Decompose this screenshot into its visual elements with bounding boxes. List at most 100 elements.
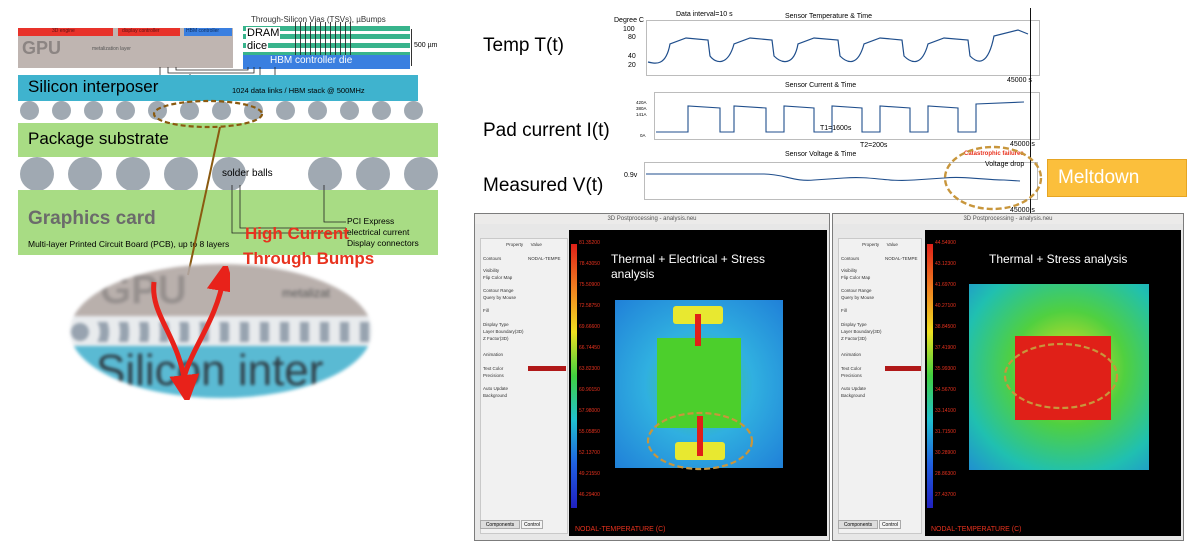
solder-ball-row xyxy=(18,157,438,193)
temp-plot-frame xyxy=(646,20,1040,76)
row-display-type[interactable]: Display Type xyxy=(483,322,509,327)
temp-tick-20: 20 xyxy=(628,62,636,69)
interposer-label: Silicon interposer xyxy=(28,77,159,96)
high-current-label-2: Through Bumps xyxy=(243,249,375,268)
t2-label: T2=200s xyxy=(860,142,888,149)
gpu-3d-engine-block xyxy=(18,28,113,36)
window-1-titlebar[interactable]: 3D Postprocessing - analysis.neu xyxy=(475,214,829,224)
row-precisions-2[interactable]: Precisions xyxy=(841,373,862,378)
window-2-hotspot-ellipse xyxy=(1003,342,1119,410)
current-tick-420: 420A xyxy=(636,100,647,105)
voltage-end-time: 45000 s xyxy=(1010,207,1035,214)
row-auto-update-2[interactable]: Auto Update xyxy=(841,386,867,391)
dram-label: DRAM xyxy=(246,27,281,39)
current-flow-arrows xyxy=(151,266,230,400)
current-tick-380: 380A xyxy=(636,106,647,111)
bump-highlight xyxy=(152,99,264,129)
row-precisions[interactable]: Precisions xyxy=(483,373,504,378)
gpu-label: GPU xyxy=(22,38,62,58)
row-z-factor[interactable]: Z Factor(3D) xyxy=(483,336,509,341)
row-fill[interactable]: Fill xyxy=(483,308,489,313)
tab-control-2[interactable]: Control xyxy=(879,520,901,529)
metalization-label: metalization layer xyxy=(92,46,131,52)
analysis-window-1[interactable]: 3D Postprocessing - analysis.neu Propert… xyxy=(474,213,830,541)
window-1-footer: NODAL-TEMPERATURE (C) xyxy=(575,526,666,533)
window-1-overlay: Thermal + Electrical + Stress analysis xyxy=(611,252,766,281)
lens-interposer-text: Silicon inter xyxy=(96,346,324,395)
electrical-label: electrical current xyxy=(347,227,410,237)
solder-label: solder balls xyxy=(222,168,273,179)
row-animation-2[interactable]: Animation xyxy=(841,352,862,357)
tsv-label: Through-Silicon Vias (TSVs), µBumps xyxy=(251,15,386,24)
row-text-color[interactable]: Text Color xyxy=(483,365,566,372)
row-visibility-2[interactable]: Visibility xyxy=(841,268,858,273)
voltage-title: Sensor Voltage & Time xyxy=(785,151,857,158)
lens-gpu-text: GPU xyxy=(100,268,187,312)
row-background[interactable]: Background xyxy=(483,393,508,398)
window-2-titlebar[interactable]: 3D Postprocessing - analysis.neu xyxy=(833,214,1183,224)
row-animation[interactable]: Animation xyxy=(483,352,504,357)
window-1-viewport[interactable]: 81.35200 78.43050 75.50900 72.58750 69.6… xyxy=(569,230,827,536)
display-conn-label: Display connectors xyxy=(347,238,419,248)
window-2-footer: NODAL-TEMPERATURE (C) xyxy=(931,526,1022,533)
property-header: Property Value xyxy=(506,242,542,247)
row-query-mouse-2[interactable]: Query by Mouse xyxy=(841,295,875,300)
failure-marker-line xyxy=(1030,8,1031,213)
gpu-hbm-label: HBM controller xyxy=(186,28,220,34)
card-label: Graphics card xyxy=(28,208,156,229)
row-layer-boundary[interactable]: Layer Boundary(3D) xyxy=(483,329,524,334)
dice-label: dice xyxy=(246,40,269,52)
graphics-card xyxy=(18,190,438,255)
silicon-interposer xyxy=(18,75,418,101)
tab-components[interactable]: Components xyxy=(480,520,520,529)
window-1-hotspot-ellipse xyxy=(646,411,754,471)
temp-end-time: 45000 s xyxy=(1007,77,1032,84)
catastrophic-label: Catastrophic failures xyxy=(964,151,1024,157)
row-layer-boundary-2[interactable]: Layer Boundary(3D) xyxy=(841,329,882,334)
row-auto-update[interactable]: Auto Update xyxy=(483,386,509,391)
voltage-row-label: Measured V(t) xyxy=(483,175,604,196)
gpu-hbm-controller-block xyxy=(184,28,232,36)
tsv-vias xyxy=(295,22,355,55)
current-end-time: 45000 s xyxy=(1010,141,1035,148)
tab-control[interactable]: Control xyxy=(521,520,543,529)
temp-tick-100: 100 xyxy=(623,26,635,33)
gpu-display-controller-block xyxy=(118,28,180,36)
window-2-viewport[interactable]: 44.54900 43.12300 41.69700 40.27100 38.8… xyxy=(925,230,1181,536)
temp-interval: Data interval=10 s xyxy=(676,11,733,18)
row-fill-2[interactable]: Fill xyxy=(841,308,847,313)
meltdown-label: Meltdown xyxy=(1058,167,1140,188)
analysis-window-2[interactable]: 3D Postprocessing - analysis.neu Propert… xyxy=(832,213,1184,541)
row-background-2[interactable]: Background xyxy=(841,393,866,398)
row-text-color-2[interactable]: Text Color xyxy=(841,365,921,372)
voltage-drop-label: Voltage drop xyxy=(985,161,1025,168)
bump-row xyxy=(18,101,438,121)
gpu-engine-label: 3D engine xyxy=(52,28,75,34)
row-flip-color[interactable]: Flip Color Map xyxy=(483,275,513,280)
window-1-hotspot-top xyxy=(695,314,701,346)
window-2-overlay: Thermal + Stress analysis xyxy=(989,252,1128,266)
links-label: 1024 data links / HBM stack @ 500MHz xyxy=(232,86,365,95)
temp-row-label: Temp T(t) xyxy=(483,35,564,56)
window-1-color-legend xyxy=(571,244,577,508)
voltage-tick: 0.9v xyxy=(624,172,638,179)
voltage-curve xyxy=(646,173,1021,182)
row-contour-range-2[interactable]: Contour Range xyxy=(841,288,872,293)
temp-title: Sensor Temperature & Time xyxy=(785,13,873,20)
row-visibility[interactable]: Visibility xyxy=(483,268,500,273)
substrate-label: Package substrate xyxy=(28,129,169,148)
row-contour-range[interactable]: Contour Range xyxy=(483,288,514,293)
row-query-mouse[interactable]: Query by Mouse xyxy=(483,295,517,300)
row-display-type-2[interactable]: Display Type xyxy=(841,322,867,327)
row-z-factor-2[interactable]: Z Factor(3D) xyxy=(841,336,867,341)
temp-tick-40: 40 xyxy=(628,53,636,60)
voltage-plot-frame xyxy=(644,162,1038,200)
tab-components-2[interactable]: Components xyxy=(838,520,878,529)
row-flip-color-2[interactable]: Flip Color Map xyxy=(841,275,871,280)
pci-label: PCI Express xyxy=(347,216,395,226)
